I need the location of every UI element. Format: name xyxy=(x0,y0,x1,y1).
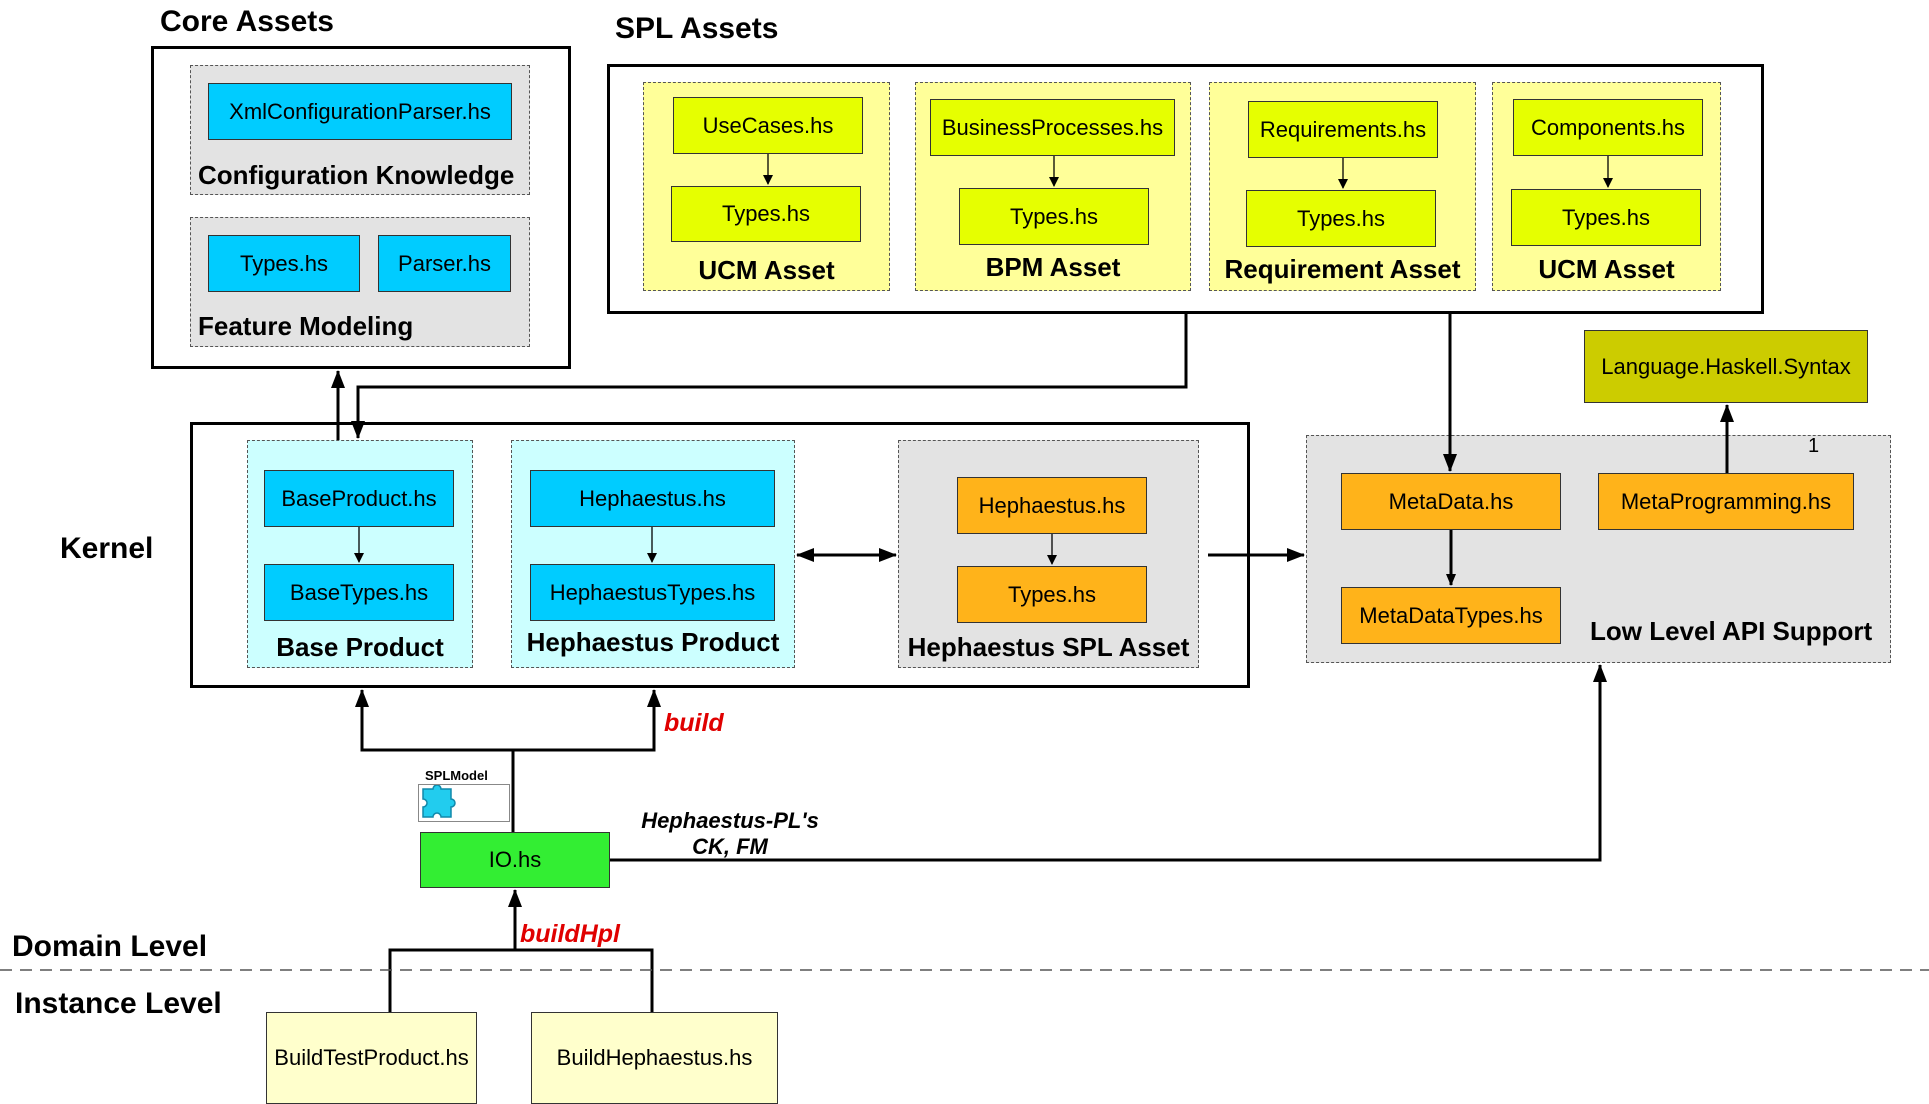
io-box: IO.hs xyxy=(420,832,610,888)
hephaestus-spl-asset-label: Hephaestus SPL Asset xyxy=(907,632,1190,662)
metaprogramming-box: MetaProgramming.hs xyxy=(1598,473,1854,530)
spl-to-base-arrow xyxy=(351,314,1188,439)
hephaestus-spl-box: Hephaestus.hs xyxy=(957,477,1147,534)
puzzle-icon xyxy=(422,784,456,818)
kernel-title: Kernel xyxy=(60,532,154,565)
xml-configuration-parser-box: XmlConfigurationParser.hs xyxy=(208,83,512,140)
types-box: Types.hs xyxy=(208,235,360,292)
domain-level-title: Domain Level xyxy=(12,930,208,963)
build-hephaestus-box: BuildHephaestus.hs xyxy=(531,1012,778,1104)
parser-box: Parser.hs xyxy=(378,235,511,292)
multiplicity-label: 1 xyxy=(1808,435,1820,457)
hephaestus-pl-note-line1: Hephaestus-PL's xyxy=(641,808,819,833)
business-processes-box: BusinessProcesses.hs xyxy=(930,99,1175,156)
bpm-asset-label: BPM Asset xyxy=(985,252,1121,282)
requirement-types-box: Types.hs xyxy=(1246,190,1436,247)
ucm-asset-2-label: UCM Asset xyxy=(1538,254,1675,284)
hephaestus-pl-note-line2: CK, FM xyxy=(692,834,768,859)
base-types-box: BaseTypes.hs xyxy=(264,564,454,621)
usecases-box: UseCases.hs xyxy=(673,97,863,154)
instance-bracket xyxy=(388,948,654,1012)
hephaestus-pl-note: Hephaestus-PL's CK, FM xyxy=(615,808,845,860)
low-level-api-label: Low Level API Support xyxy=(1590,616,1873,646)
base-product-label: Base Product xyxy=(276,632,444,662)
splmodel-component xyxy=(418,784,510,822)
build-label: build xyxy=(664,709,724,737)
io-to-hephaestus-arrow xyxy=(513,689,661,752)
configuration-knowledge-label: Configuration Knowledge xyxy=(198,160,515,190)
metadata-box: MetaData.hs xyxy=(1341,473,1561,530)
io-to-lowlevel-arrow xyxy=(610,664,1607,862)
ucm-2-types-box: Types.hs xyxy=(1511,189,1701,246)
requirements-box: Requirements.hs xyxy=(1248,101,1438,158)
hephaestus-box: Hephaestus.hs xyxy=(530,470,775,527)
base-product-box: BaseProduct.hs xyxy=(264,470,454,527)
ucm-asset-label: UCM Asset xyxy=(698,255,835,285)
ucm-types-box: Types.hs xyxy=(671,186,861,242)
feature-modeling-label: Feature Modeling xyxy=(198,311,414,341)
spl-assets-title: SPL Assets xyxy=(615,12,779,45)
instance-level-title: Instance Level xyxy=(15,987,222,1020)
buildhpl-label: buildHpl xyxy=(520,920,620,948)
metadata-types-box: MetaDataTypes.hs xyxy=(1341,587,1561,644)
io-to-base-arrow xyxy=(355,689,515,832)
components-box: Components.hs xyxy=(1513,99,1703,156)
bpm-types-box: Types.hs xyxy=(959,188,1149,245)
hephaestus-types-box: HephaestusTypes.hs xyxy=(530,564,775,621)
internal-arrows xyxy=(354,154,1613,565)
requirement-asset-label: Requirement Asset xyxy=(1224,254,1461,284)
splmodel-label: SPLModel xyxy=(425,768,488,783)
hephaestus-product-label: Hephaestus Product xyxy=(526,627,780,657)
main-connectors xyxy=(331,314,1734,1012)
haskell-syntax-box: Language.Haskell.Syntax xyxy=(1584,330,1868,403)
hephaestus-spl-types-box: Types.hs xyxy=(957,566,1147,623)
core-assets-title: Core Assets xyxy=(160,5,334,38)
